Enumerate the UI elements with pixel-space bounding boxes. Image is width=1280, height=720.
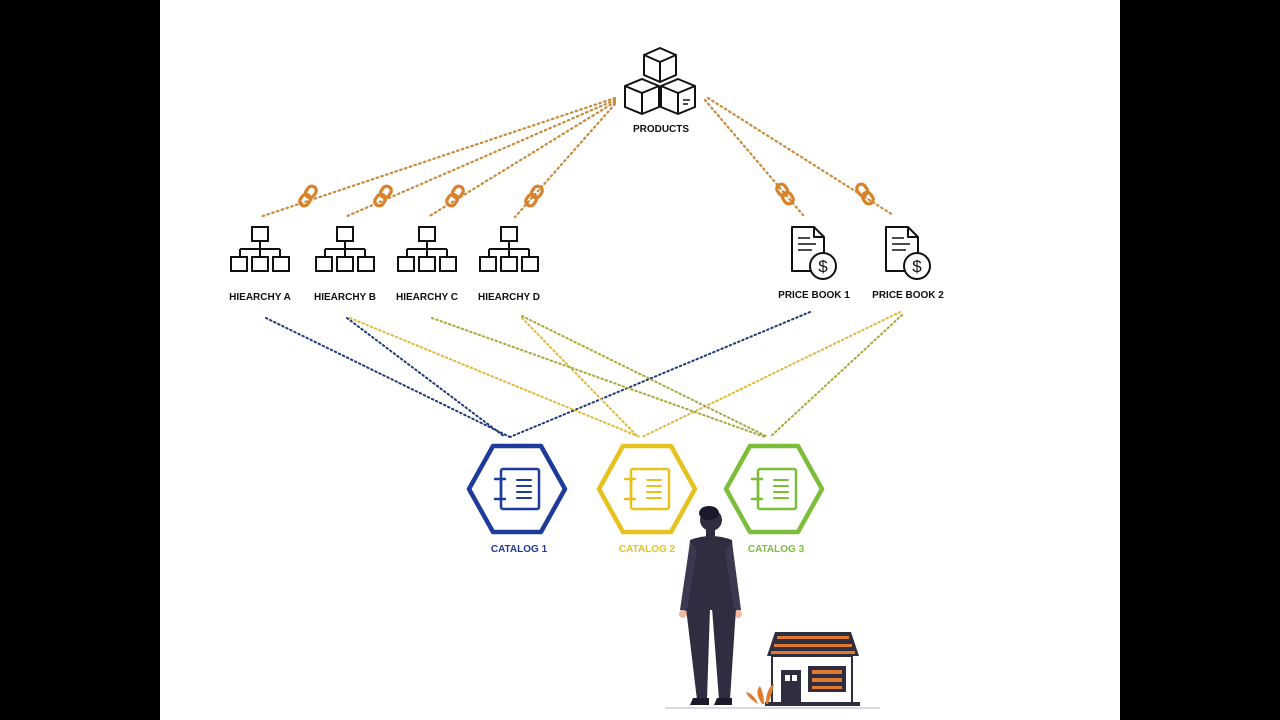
diagram-svg: PRODUCTS HIEARCHY A HIEARCHY B (229, 47, 944, 709)
org-chart-icon (230, 226, 290, 272)
chain-link-icon (775, 182, 795, 206)
boxes-icon (624, 47, 696, 115)
chain-link-icon (373, 184, 393, 208)
link-line-price-book-2-catalog-3 (769, 314, 903, 438)
svg-text:$: $ (818, 257, 828, 276)
link-line-price-book-1-catalog-1 (509, 311, 811, 438)
link-line-hierarchy-b-catalog-1 (346, 317, 506, 438)
org-chart-icon (479, 226, 539, 272)
invoice-dollar-icon: $ (885, 226, 931, 280)
link-line-products-hierarchy-d (513, 102, 617, 219)
hierarchy-label: HIEARCHY D (478, 292, 540, 303)
link-line-hierarchy-c-catalog-3 (431, 317, 766, 438)
products-label: PRODUCTS (633, 124, 689, 135)
catalog-label: CATALOG 2 (619, 544, 676, 555)
hexagon-shape (723, 443, 825, 535)
chain-link-icon (855, 182, 875, 206)
catalog-book-icon (493, 467, 541, 511)
hexagon-shape (466, 443, 568, 535)
link-line-products-hierarchy-a (258, 96, 617, 219)
link-line-hierarchy-d-catalog-3 (521, 315, 769, 438)
chain-links (298, 182, 875, 208)
catalog-book-icon (750, 467, 798, 511)
hierarchy-a-node: HIEARCHY A (229, 226, 291, 303)
link-line-hierarchy-a-catalog-1 (265, 317, 511, 438)
invoice-dollar-icon: $ (791, 226, 837, 280)
link-line-products-price-book-2 (706, 96, 895, 217)
hierarchy-label: HIEARCHY A (229, 292, 291, 303)
catalog-2-node: CATALOG 2 (596, 443, 698, 555)
diagram-canvas: PRODUCTS HIEARCHY A HIEARCHY B (160, 0, 1120, 720)
price-book-label: PRICE BOOK 2 (872, 290, 944, 301)
link-line-products-price-book-1 (703, 98, 805, 217)
product-links (258, 96, 895, 219)
link-line-hierarchy-d-catalog-2 (521, 317, 639, 438)
catalog-1-node: CATALOG 1 (466, 443, 568, 555)
catalog-links (265, 311, 903, 438)
hexagon-shape (596, 443, 698, 535)
products-node: PRODUCTS (624, 47, 696, 135)
hierarchy-d-node: HIEARCHY D (478, 226, 540, 303)
price-book-label: PRICE BOOK 1 (778, 290, 850, 301)
link-line-products-hierarchy-c (426, 100, 617, 219)
chain-link-icon (298, 184, 318, 208)
svg-text:$: $ (912, 257, 922, 276)
org-chart-icon (397, 226, 457, 272)
chain-link-icon (524, 184, 544, 208)
price-book-1-node: $ PRICE BOOK 1 (778, 226, 850, 301)
catalog-book-icon (623, 467, 671, 511)
hierarchy-label: HIEARCHY B (314, 292, 376, 303)
hierarchy-label: HIEARCHY C (396, 292, 458, 303)
person-illustration (679, 506, 742, 705)
chain-link-icon (445, 184, 465, 208)
link-line-price-book-2-catalog-2 (641, 311, 901, 438)
catalog-label: CATALOG 1 (491, 544, 548, 555)
hierarchy-c-node: HIEARCHY C (396, 226, 458, 303)
price-book-2-node: $ PRICE BOOK 2 (872, 226, 944, 301)
org-chart-icon (315, 226, 375, 272)
hierarchy-b-node: HIEARCHY B (314, 226, 376, 303)
link-line-products-hierarchy-b (343, 98, 617, 219)
catalog-label: CATALOG 3 (748, 544, 805, 555)
store-illustration (746, 632, 860, 706)
link-line-hierarchy-b-catalog-2 (349, 317, 641, 438)
catalog-3-node: CATALOG 3 (723, 443, 825, 555)
